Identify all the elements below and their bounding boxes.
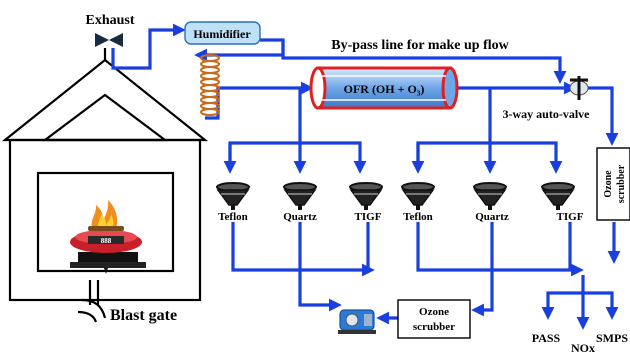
filter-holders bbox=[216, 182, 575, 210]
flow-lines bbox=[111, 23, 621, 330]
quartz-1-label: Quartz bbox=[283, 211, 317, 223]
ozone-scrubber-bottom-box bbox=[397, 299, 471, 339]
smps-label: SMPS bbox=[596, 331, 628, 345]
ofr-label: OFR (OH + O₃) bbox=[344, 82, 425, 96]
nox-label: NOx bbox=[571, 341, 595, 353]
quartz-2-label: Quartz bbox=[475, 211, 509, 223]
blast-gate-icon bbox=[77, 280, 107, 323]
ozone-scrubber-bottom-label-line2: scrubber bbox=[413, 321, 455, 333]
ozone-scrubber-right-label-line1: Ozone bbox=[603, 170, 614, 198]
ozone-scrubber-right-box bbox=[596, 147, 630, 221]
filter-holder-teflon-1 bbox=[216, 182, 250, 210]
humidifier-label: Humidifier bbox=[193, 27, 251, 41]
three-way-valve-icon bbox=[569, 76, 589, 100]
teflon-1-label: Teflon bbox=[218, 211, 248, 223]
filter-holder-tigf-2 bbox=[541, 182, 575, 210]
ozone-scrubber-bottom-label-line1: Ozone bbox=[419, 306, 449, 318]
teflon-2-label: Teflon bbox=[403, 211, 433, 223]
blast-gate-label: Blast gate bbox=[110, 307, 177, 324]
tigf-1-label: TIGF bbox=[355, 211, 382, 223]
house-roof-outer bbox=[1, 58, 209, 142]
pass-label: PASS bbox=[532, 331, 561, 345]
filter-holder-teflon-2 bbox=[401, 182, 435, 210]
humidifier-box bbox=[184, 21, 261, 45]
fire-icon bbox=[88, 200, 124, 231]
filter-holder-quartz-2 bbox=[473, 182, 507, 210]
vacuum-pump-icon bbox=[338, 309, 376, 334]
exhaust-valve-icon bbox=[95, 33, 123, 47]
coil-icon bbox=[200, 54, 220, 116]
filter-holder-quartz-1 bbox=[283, 182, 317, 210]
stove-display: 888 bbox=[101, 237, 112, 245]
valve-label: 3-way auto-valve bbox=[503, 107, 591, 121]
ofr-reactor bbox=[309, 66, 459, 110]
stove-icon bbox=[70, 230, 146, 274]
bypass-label: By-pass line for make up flow bbox=[331, 38, 509, 53]
house-wall bbox=[8, 138, 202, 302]
tigf-2-label: TIGF bbox=[557, 211, 584, 223]
exhaust-label: Exhaust bbox=[85, 13, 134, 28]
ozone-scrubber-right-label-line2: scrubber bbox=[616, 164, 627, 203]
filter-holder-tigf-1 bbox=[349, 182, 383, 210]
house-roof-inner bbox=[41, 93, 169, 142]
